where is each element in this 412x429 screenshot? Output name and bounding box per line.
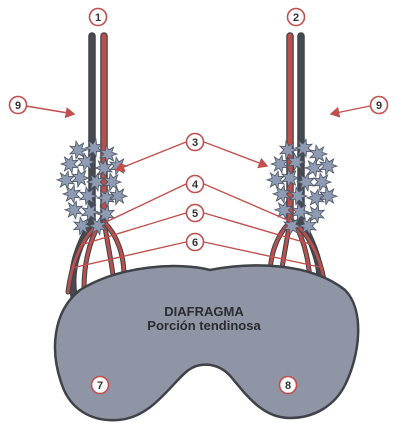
leader-9-right bbox=[329, 105, 371, 118]
ganglion-node bbox=[286, 152, 307, 173]
ganglion-node bbox=[63, 200, 84, 220]
svg-text:1: 1 bbox=[95, 12, 101, 24]
ganglion-node bbox=[70, 168, 91, 188]
ganglion-node bbox=[282, 215, 303, 236]
ganglion-node bbox=[59, 153, 80, 175]
svg-text:5: 5 bbox=[192, 208, 198, 220]
ganglion-node bbox=[269, 153, 290, 175]
ganglion-node bbox=[85, 172, 106, 192]
ganglion-node bbox=[303, 157, 324, 178]
ganglion-node bbox=[312, 172, 333, 192]
svg-text:9: 9 bbox=[15, 100, 21, 112]
svg-text:2: 2 bbox=[293, 12, 299, 24]
ganglion-node bbox=[102, 172, 123, 192]
svg-text:7: 7 bbox=[97, 380, 103, 392]
ganglion-node bbox=[78, 186, 99, 206]
svg-text:4: 4 bbox=[192, 179, 199, 191]
leader-5-left bbox=[83, 212, 187, 245]
ganglion-node bbox=[305, 188, 326, 208]
callout-9-right: 9 bbox=[369, 95, 389, 115]
ganglion-node bbox=[295, 172, 316, 192]
leader-5-right bbox=[203, 212, 311, 245]
ganglion-node bbox=[55, 169, 76, 190]
callout-8: 8 bbox=[278, 375, 298, 395]
leader-6-right bbox=[203, 241, 325, 269]
callout-9-left: 9 bbox=[8, 95, 28, 115]
leader-9-left bbox=[25, 105, 76, 119]
ganglion-node bbox=[72, 215, 93, 236]
callout-5: 5 bbox=[185, 203, 205, 223]
ganglion-node bbox=[87, 216, 108, 237]
ganglion-node bbox=[95, 188, 116, 208]
callout-1: 1 bbox=[88, 7, 108, 27]
diaphragm-title: DIAFRAGMA bbox=[164, 304, 244, 319]
ganglion-node bbox=[297, 216, 318, 237]
ganglion-node bbox=[108, 186, 129, 206]
callout-4: 4 bbox=[185, 174, 205, 194]
ganglion-node bbox=[273, 200, 294, 220]
callout-3: 3 bbox=[185, 132, 205, 152]
ganglion-node bbox=[280, 168, 301, 188]
leader-3-right bbox=[203, 141, 269, 169]
leader-4-right bbox=[203, 183, 293, 223]
leader-4-left bbox=[105, 183, 187, 223]
leader-3-left bbox=[114, 141, 187, 173]
ganglion-node bbox=[308, 143, 329, 165]
ganglion-cluster-right-icon bbox=[265, 137, 339, 237]
svg-text:9: 9 bbox=[376, 100, 382, 112]
callout-6: 6 bbox=[185, 232, 205, 252]
callout-7: 7 bbox=[90, 375, 110, 395]
callout-badges: 1 2 9 9 3 4 5 6 bbox=[8, 7, 389, 395]
diaphragm-tendinous-portion bbox=[53, 264, 360, 422]
diaphragm-subtitle: Porción tendinosa bbox=[147, 318, 261, 333]
ganglion-node bbox=[76, 152, 97, 173]
ganglion-node bbox=[318, 186, 339, 206]
ganglion-node bbox=[318, 156, 339, 177]
svg-text:8: 8 bbox=[285, 380, 291, 392]
callout-leader-lines bbox=[25, 105, 371, 269]
ganglion-node bbox=[288, 186, 309, 206]
ganglion-cluster-left-icon bbox=[55, 137, 129, 237]
ganglion-node bbox=[61, 184, 82, 204]
svg-text:3: 3 bbox=[192, 137, 198, 149]
callout-2: 2 bbox=[286, 7, 306, 27]
ganglion-node bbox=[265, 169, 286, 190]
ganglion-node bbox=[278, 139, 299, 161]
svg-text:6: 6 bbox=[192, 237, 198, 249]
ganglion-node bbox=[68, 139, 89, 161]
leader-6-left bbox=[71, 241, 187, 269]
ganglion-node bbox=[293, 137, 314, 159]
ganglion-node bbox=[95, 204, 116, 224]
ganglion-node bbox=[305, 204, 326, 224]
ganglion-node bbox=[83, 137, 104, 159]
ganglion-node bbox=[93, 157, 114, 178]
